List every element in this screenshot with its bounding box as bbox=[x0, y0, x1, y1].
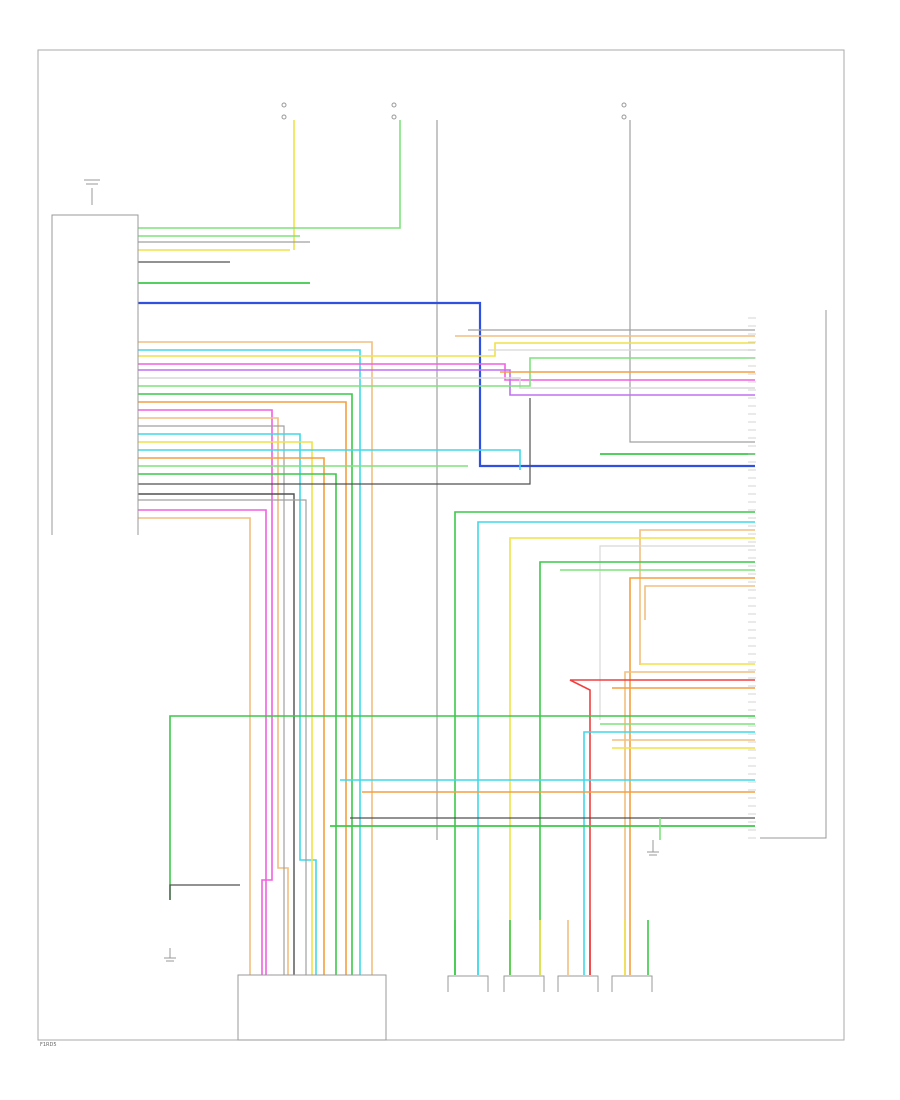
speaker-right-rear bbox=[557, 975, 599, 992]
wire-audio-13 bbox=[138, 433, 317, 975]
fuse-icon bbox=[281, 102, 627, 120]
wire-amp-out-4 bbox=[509, 537, 755, 975]
amplifier-connector-ticks bbox=[748, 317, 756, 839]
ground-icon-2 bbox=[647, 840, 659, 856]
wire-audio-20 bbox=[138, 493, 295, 975]
wire-audio-18 bbox=[138, 473, 337, 975]
wire-amp-out-3 bbox=[639, 529, 755, 665]
speaker-left-front bbox=[447, 975, 489, 992]
wire-audio-22 bbox=[138, 509, 267, 975]
wire-audio-19 bbox=[138, 398, 531, 485]
diagram-border bbox=[37, 49, 845, 1041]
wire-audio-1 bbox=[138, 341, 373, 975]
wire-amp-out-5 bbox=[599, 545, 755, 720]
wire-amp-out-6 bbox=[539, 561, 755, 975]
footer-code: F1RD5 bbox=[40, 1042, 57, 1048]
amplifier-outline bbox=[760, 310, 827, 839]
wire-amp-low-7 bbox=[583, 731, 755, 975]
wire-power-feed-4 bbox=[629, 120, 755, 443]
wire-audio-5 bbox=[138, 369, 755, 396]
wire-ground-lead bbox=[169, 884, 240, 900]
wire-audio-2 bbox=[138, 349, 361, 975]
wire-amp-low-5 bbox=[169, 715, 755, 900]
cd-changer-outline bbox=[237, 974, 387, 1041]
wire-amp-low-2 bbox=[624, 671, 755, 975]
wire-audio-15 bbox=[138, 449, 521, 470]
wire-audio-11 bbox=[138, 417, 289, 975]
wire-audio-16 bbox=[138, 457, 325, 975]
wire-power-feed-2 bbox=[138, 120, 401, 229]
wire-audio-10 bbox=[138, 409, 273, 975]
wire-layer bbox=[138, 120, 755, 975]
speaker-left-rear bbox=[611, 975, 653, 992]
wire-audio-23 bbox=[138, 517, 251, 975]
wire-audio-21 bbox=[138, 499, 307, 975]
wire-amp-out-9 bbox=[644, 585, 755, 620]
wire-amp-out-1 bbox=[454, 511, 755, 975]
wire-amp-out-2 bbox=[477, 521, 755, 975]
wire-audio-6 bbox=[138, 377, 755, 389]
wire-audio-12 bbox=[138, 425, 285, 975]
ground-icon bbox=[164, 948, 176, 962]
component-layer bbox=[51, 102, 827, 1041]
antenna-icon bbox=[84, 179, 100, 205]
wire-radio-row-6 bbox=[138, 301, 755, 468]
wire-audio-14 bbox=[138, 441, 313, 975]
wire-amp-out-8 bbox=[629, 577, 755, 975]
wire-audio-9 bbox=[138, 401, 347, 975]
wire-amp-low-3 bbox=[569, 679, 755, 975]
speaker-right-front bbox=[503, 975, 545, 992]
wire-audio-8 bbox=[138, 393, 353, 975]
radio-outline bbox=[51, 214, 139, 535]
